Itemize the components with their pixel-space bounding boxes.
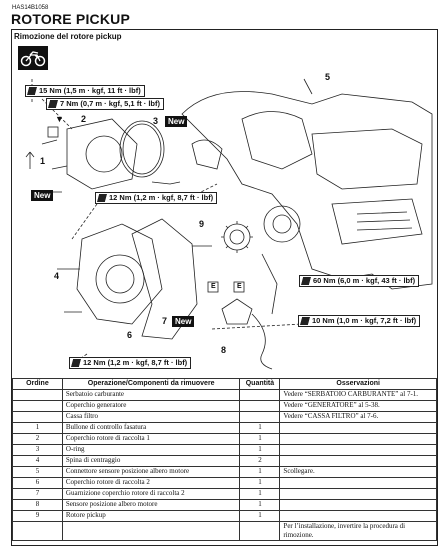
cell-ordine: 8 xyxy=(12,499,63,511)
content-frame xyxy=(11,29,438,546)
cell-operation: Connettore sensore posizione albero moto… xyxy=(61,466,241,478)
cell-observation xyxy=(279,455,437,467)
torque-label: 12 Nm (1,2 m · kgf, 8,7 ft · lbf) xyxy=(69,357,192,369)
callout-8: 8 xyxy=(221,345,227,355)
motorcycle-icon xyxy=(18,46,48,70)
cell-ordine xyxy=(12,389,63,401)
cell-quantity: 1 xyxy=(239,477,281,489)
torque-label: 10 Nm (1,0 m · kgf, 7,2 ft · lbf) xyxy=(298,315,421,327)
cell-observation xyxy=(279,499,437,511)
cell-observation: Per l’installazione, invertire la proced… xyxy=(279,521,437,541)
cell-ordine: 9 xyxy=(12,510,63,522)
cell-ordine: 2 xyxy=(12,433,63,445)
cell-operation: Rotore pickup xyxy=(61,510,241,522)
cell-quantity xyxy=(239,411,281,423)
cell-quantity: 1 xyxy=(239,499,281,511)
cell-quantity xyxy=(239,521,281,541)
cell-observation xyxy=(279,444,437,456)
cell-quantity: 1 xyxy=(239,466,281,478)
new-part-badge: New xyxy=(31,190,54,201)
page-title: ROTORE PICKUP xyxy=(11,11,131,27)
cell-ordine: 6 xyxy=(12,477,63,489)
e-symbol: E xyxy=(211,283,216,290)
cell-operation: Coperchio generatore xyxy=(61,400,241,412)
document-code: HAS14B1058 xyxy=(12,5,49,11)
cell-operation: Coperchio rotore di raccolta 2 xyxy=(61,477,241,489)
cell-observation: Vedere “SERBATOIO CARBURANTE” al 7-1. xyxy=(279,389,437,401)
table-row: Per l’installazione, invertire la proced… xyxy=(12,521,437,541)
table-row: Serbatoio carburante Vedere “SERBATOIO CA… xyxy=(12,389,437,401)
torque-label: 15 Nm (1,5 m · kgf, 11 ft · lbf) xyxy=(25,85,145,97)
cell-ordine: 5 xyxy=(12,466,63,478)
cell-operation: Bullone di controllo fasatura xyxy=(61,422,241,434)
parts-table: Ordine Operazione/Componenti da rimuover… xyxy=(12,378,437,541)
cell-quantity: 1 xyxy=(239,422,281,434)
section-subtitle: Rimozione del rotore pickup xyxy=(14,32,122,41)
table-header-row: Ordine Operazione/Componenti da rimuover… xyxy=(12,378,437,390)
cell-operation: Serbatoio carburante xyxy=(61,389,241,401)
cell-operation: Cassa filtro xyxy=(61,411,241,423)
cell-quantity: 1 xyxy=(239,488,281,500)
cell-ordine: 3 xyxy=(12,444,63,456)
exploded-diagram: ▼ E E 15 Nm (1,5 m · kgf, 11 ft · lbf) 7… xyxy=(12,72,437,377)
cell-ordine xyxy=(12,411,63,423)
column-header: Osservazioni xyxy=(279,378,437,390)
cell-operation: Guarnizione coperchio rotore di raccolta… xyxy=(61,488,241,500)
table-row: Coperchio generatore Vedere “GENERATORE” … xyxy=(12,400,437,412)
column-header: Quantità xyxy=(239,378,281,390)
cell-observation xyxy=(279,477,437,489)
cell-operation: O-ring xyxy=(61,444,241,456)
cell-quantity: 1 xyxy=(239,444,281,456)
column-header: Operazione/Componenti da rimuovere xyxy=(61,378,241,390)
cell-observation: Vedere “CASSA FILTRO” al 7-6. xyxy=(279,411,437,423)
new-part-badge: New xyxy=(165,116,188,127)
cell-quantity: 1 xyxy=(239,433,281,445)
torque-label: 12 Nm (1,2 m · kgf, 8,7 ft · lbf) xyxy=(95,192,218,204)
cell-observation: Scollegare. xyxy=(279,466,437,478)
callout-4: 4 xyxy=(54,271,60,281)
cell-operation: Spina di centraggio xyxy=(61,455,241,467)
callout-7: 7 xyxy=(162,316,168,326)
cell-quantity xyxy=(239,400,281,412)
cell-observation xyxy=(279,433,437,445)
callout-9: 9 xyxy=(199,219,205,229)
cell-ordine: 4 xyxy=(12,455,63,467)
cell-operation: Sensore posizione albero motore xyxy=(61,499,241,511)
cell-quantity: 2 xyxy=(239,455,281,467)
torque-label: 60 Nm (6,0 m · kgf, 43 ft · lbf) xyxy=(299,275,420,287)
cell-ordine: 1 xyxy=(12,422,63,434)
new-part-badge: New xyxy=(172,316,195,327)
e-symbol: E xyxy=(237,283,242,290)
callout-1: 1 xyxy=(40,156,46,166)
cell-observation: Vedere “GENERATORE” al 5-38. xyxy=(279,400,437,412)
cell-observation xyxy=(279,422,437,434)
cell-observation xyxy=(279,510,437,522)
diagram-drawing xyxy=(25,78,433,370)
cell-operation xyxy=(61,521,241,541)
table-row: Cassa filtro Vedere “CASSA FILTRO” al 7-6… xyxy=(12,411,437,423)
column-header: Ordine xyxy=(12,378,63,390)
callout-3: 3 xyxy=(153,116,159,126)
e-symbol: ▼ xyxy=(55,114,64,124)
callout-6: 6 xyxy=(127,330,133,340)
callout-2: 2 xyxy=(81,114,87,124)
cell-quantity: 1 xyxy=(239,510,281,522)
callout-5: 5 xyxy=(325,72,331,82)
cell-quantity xyxy=(239,389,281,401)
cell-observation xyxy=(279,488,437,500)
cell-ordine xyxy=(12,400,63,412)
cell-ordine xyxy=(12,521,63,541)
cell-ordine: 7 xyxy=(12,488,63,500)
cell-operation: Coperchio rotore di raccolta 1 xyxy=(61,433,241,445)
torque-label: 7 Nm (0,7 m · kgf, 5,1 ft · lbf) xyxy=(46,98,165,110)
